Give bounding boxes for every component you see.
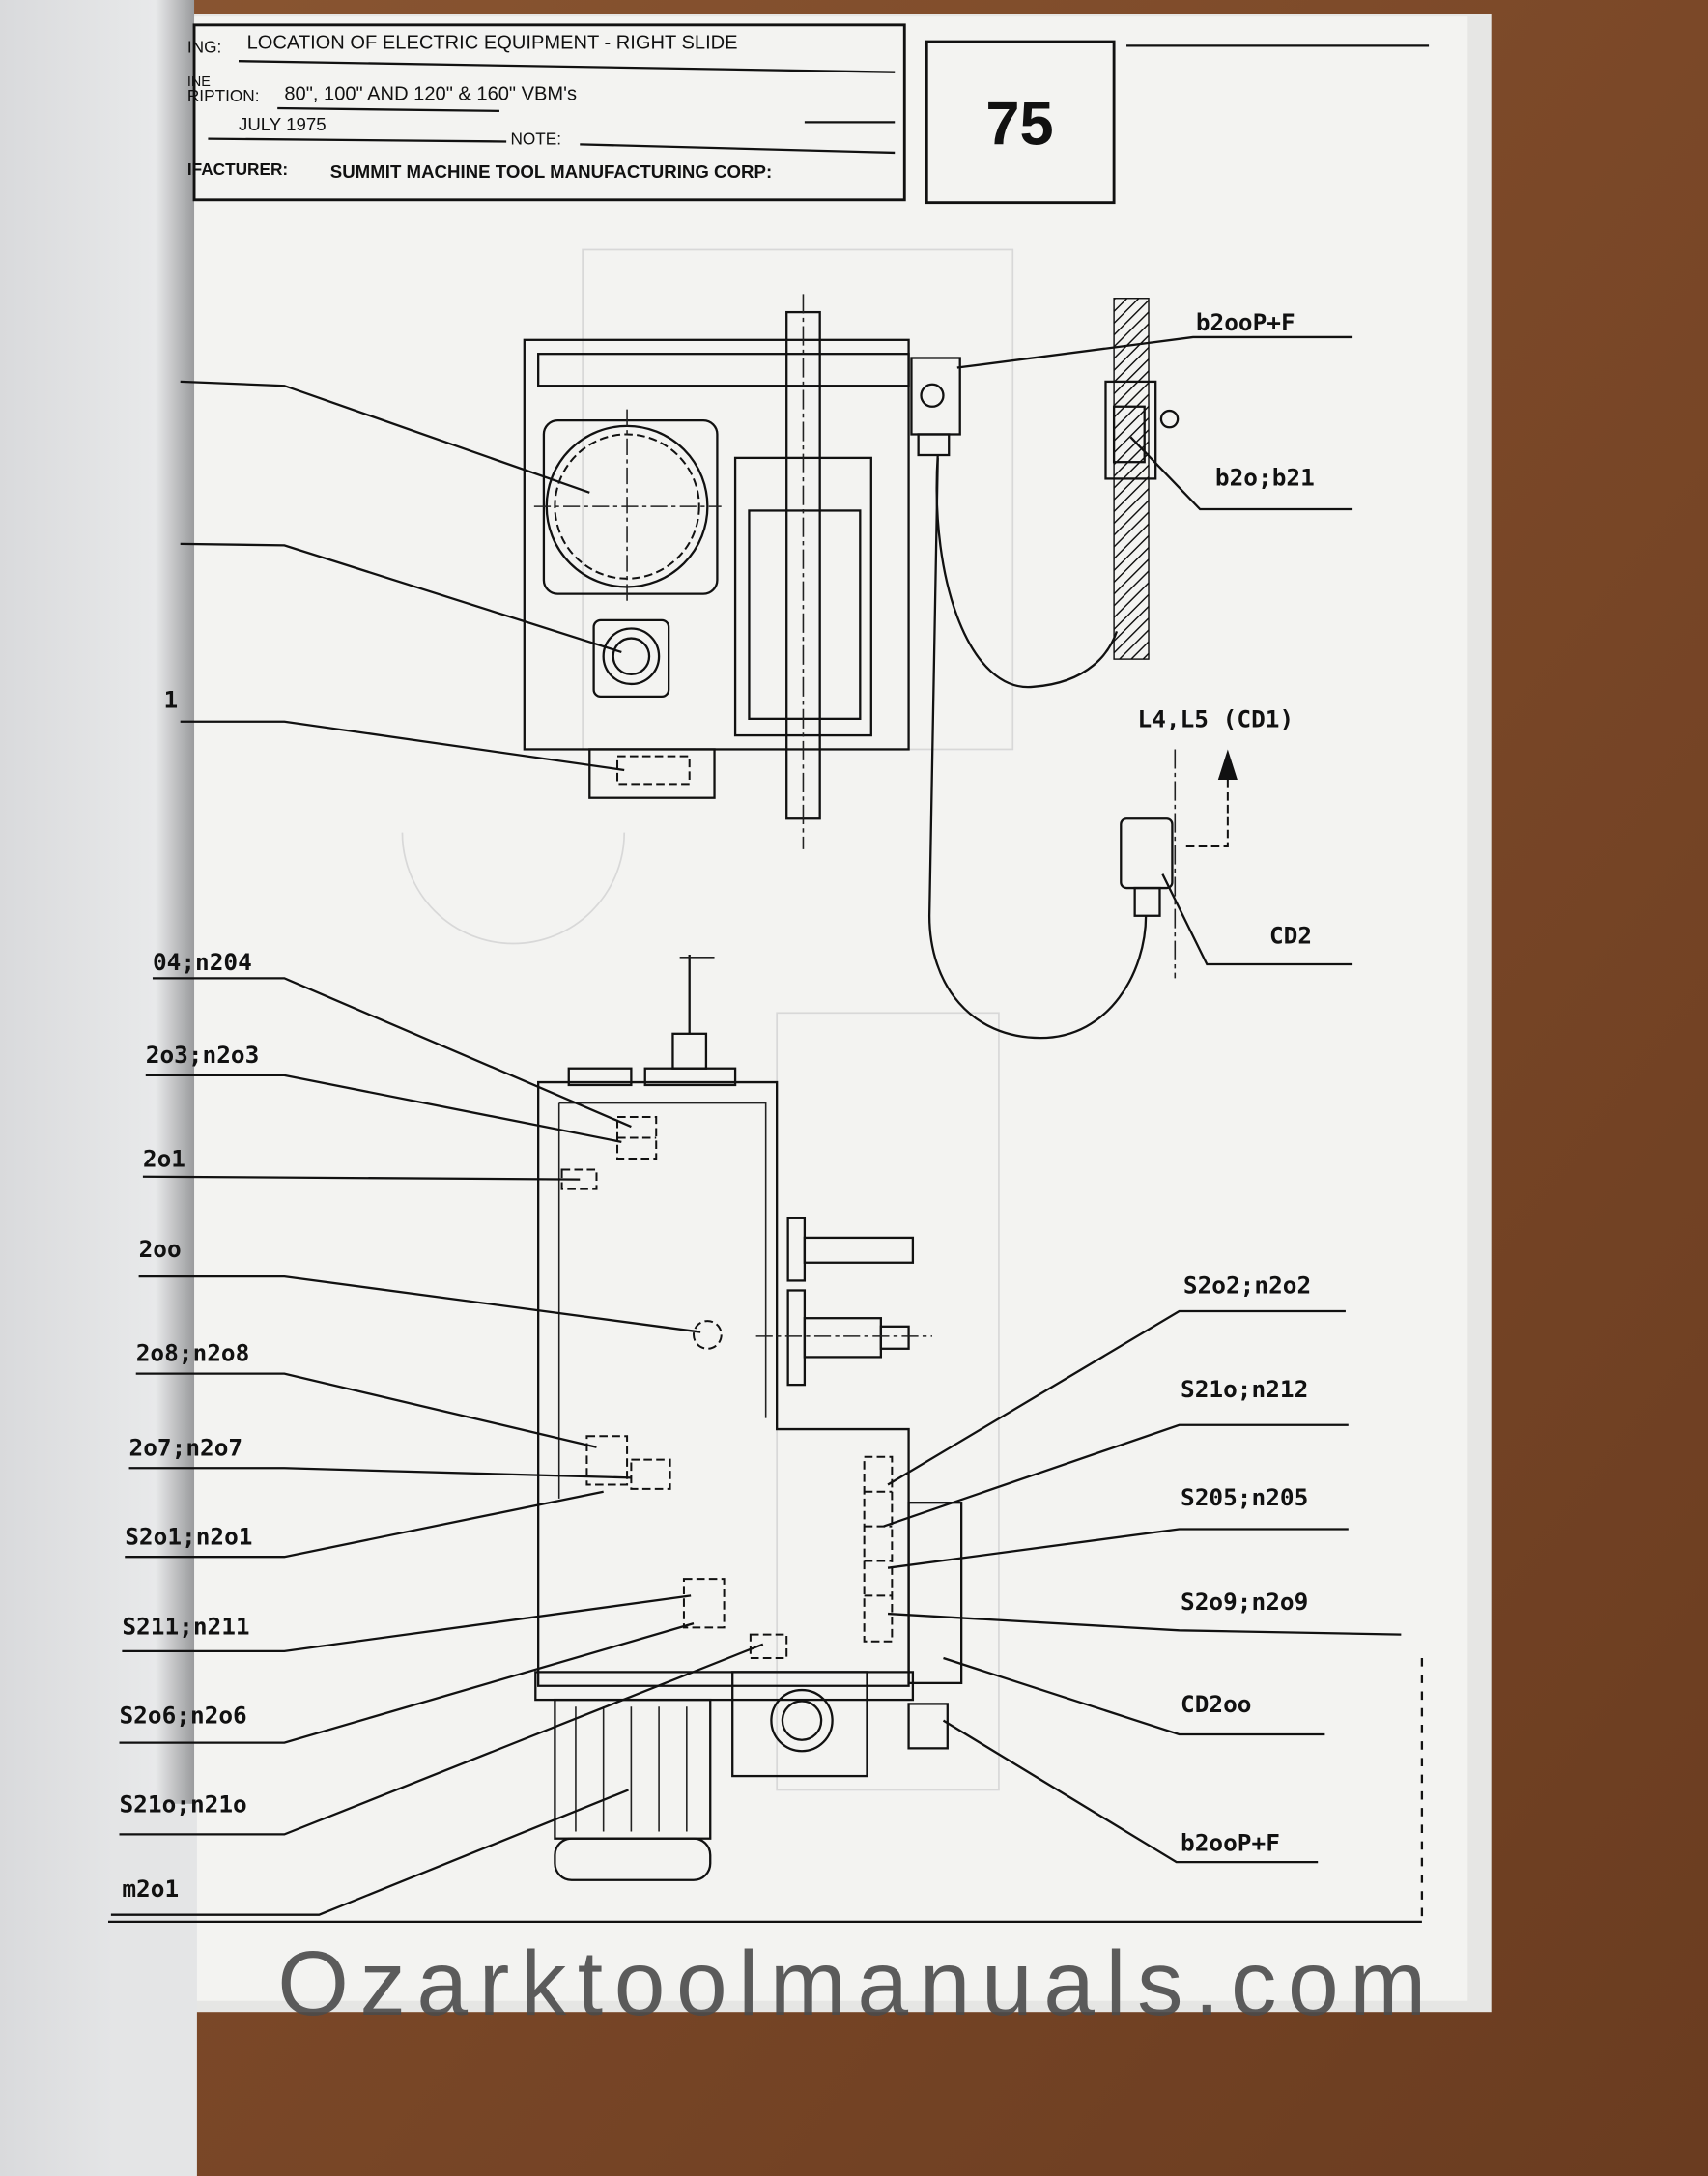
lower-slide-drawing xyxy=(534,954,963,1881)
note-label: NOTE: xyxy=(510,129,561,148)
callout-label: 04;n204 xyxy=(153,948,252,976)
callout-label: S2o9;n2o9 xyxy=(1181,1588,1308,1616)
callout-label: b2ooP+F xyxy=(1181,1829,1280,1857)
callout-label: 2o7;n2o7 xyxy=(129,1433,243,1461)
page-number-box: 75 xyxy=(925,40,1430,205)
callout-label: S211;n211 xyxy=(122,1613,249,1641)
manufacturer-name: SUMMIT MACHINE TOOL MANUFACTURING CORP: xyxy=(330,161,772,182)
drawing-date: JULY 1975 xyxy=(239,114,327,134)
drawing-label: ING: xyxy=(187,38,221,57)
machine-label: INE xyxy=(187,74,211,90)
machine-description: 80", 100" AND 120" & 160" VBM's xyxy=(284,83,577,104)
callout-label: 2oo xyxy=(139,1235,182,1263)
callout-label: b2o;b21 xyxy=(1215,464,1315,492)
callout-label: CD2oo xyxy=(1181,1690,1251,1718)
callout-label: S21o;n21o xyxy=(119,1789,246,1818)
page-number: 75 xyxy=(985,90,1053,157)
manufacturer-label: IFACTURER: xyxy=(187,159,288,179)
callout-label: CD2 xyxy=(1269,921,1312,949)
callout-label: b2ooP+F xyxy=(1196,308,1295,336)
callout-label: S21o;n212 xyxy=(1181,1375,1308,1403)
callout-label: S2o2;n2o2 xyxy=(1183,1271,1311,1299)
description-label: RIPTION: xyxy=(187,86,260,105)
callout-label: 2o8;n2o8 xyxy=(136,1339,250,1367)
title-block: ING: LOCATION OF ELECTRIC EQUIPMENT - RI… xyxy=(187,23,906,202)
leader-lines xyxy=(108,335,1424,1924)
paper-page xyxy=(110,16,1468,2001)
callout-label: S2o1;n2o1 xyxy=(125,1522,252,1550)
upper-slide-drawing xyxy=(523,294,1238,1040)
callout-label: S2o6;n2o6 xyxy=(119,1702,246,1730)
drawing-title: LOCATION OF ELECTRIC EQUIPMENT - RIGHT S… xyxy=(247,32,738,53)
callout-label: 2o3;n2o3 xyxy=(146,1041,260,1069)
callout-label: 1 xyxy=(163,685,178,713)
callout-label: S205;n205 xyxy=(1181,1483,1308,1511)
callout-label: L4,L5 (CD1) xyxy=(1138,704,1295,732)
callout-label: 2o1 xyxy=(143,1145,185,1173)
callout-label: m2o1 xyxy=(122,1875,179,1903)
